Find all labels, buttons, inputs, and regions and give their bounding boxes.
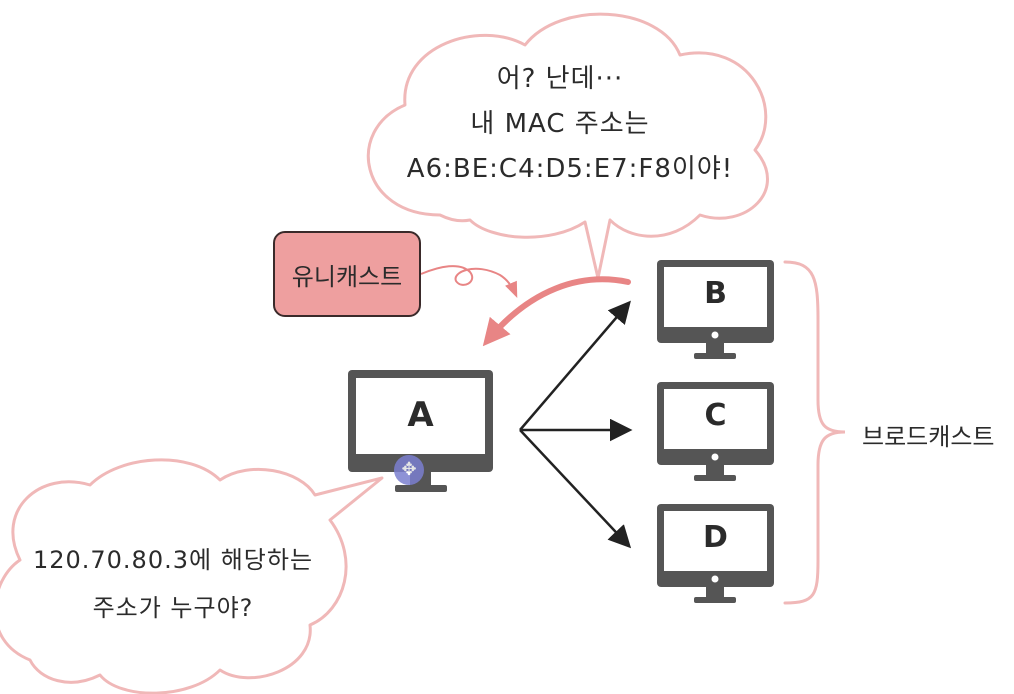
top-bubble-line-2: 내 MAC 주소는 <box>470 109 650 139</box>
computer-d-label: D <box>703 520 728 555</box>
unicast-tag: 유니캐스트 <box>273 231 421 317</box>
move-cursor-icon: ✥ <box>394 455 424 485</box>
broadcast-arrows <box>519 300 633 549</box>
bottom-bubble-line-1: 120.70.80.3에 해당하는 <box>32 546 314 574</box>
computer-d-icon <box>657 504 774 603</box>
computer-a-icon <box>348 370 493 492</box>
top-speech-bubble <box>366 12 769 280</box>
arrow-to-b <box>519 300 631 431</box>
broadcast-label: 브로드캐스트 <box>862 423 995 451</box>
unicast-response-arrow <box>482 276 631 347</box>
top-bubble-line-3: A6:BE:C4:D5:E7:F8이야! <box>406 154 734 184</box>
top-bubble-line-1: 어? 난데··· <box>496 64 624 94</box>
bottom-speech-bubble <box>0 458 384 694</box>
arrow-to-d <box>519 429 632 549</box>
computer-a-label: A <box>407 395 434 435</box>
bottom-bubble-line-2: 주소가 누구야? <box>92 594 254 622</box>
computer-c-icon <box>657 382 774 481</box>
computer-c-label: C <box>704 398 727 433</box>
computer-b-icon <box>657 260 774 359</box>
computer-b-label: B <box>704 276 727 311</box>
unicast-label: 유니캐스트 <box>291 262 403 291</box>
move-arrows-glyph: ✥ <box>401 459 417 480</box>
broadcast-brace <box>783 260 846 605</box>
unicast-pointer-arrow <box>420 265 518 298</box>
